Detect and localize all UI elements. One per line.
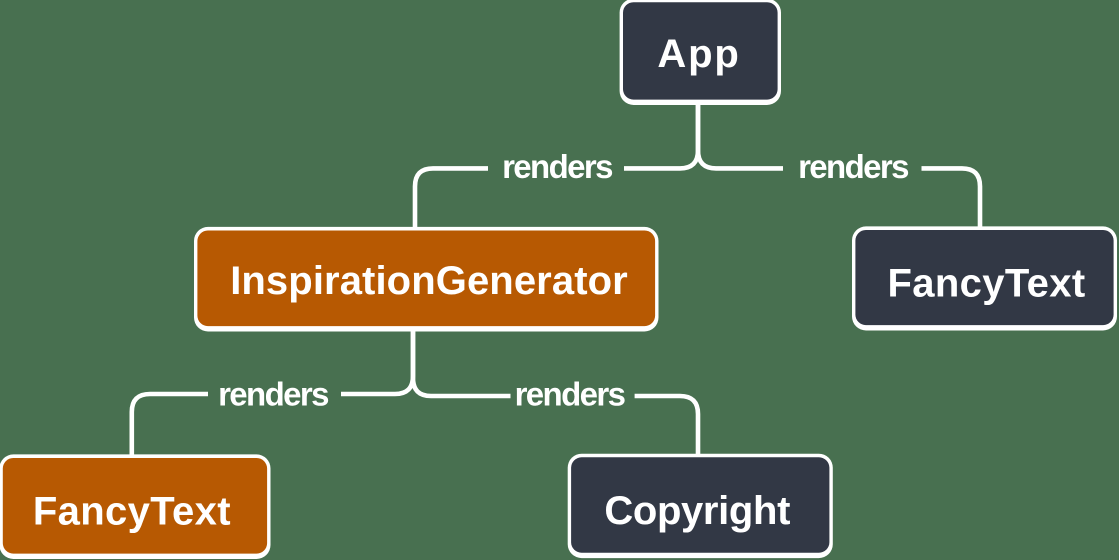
svg-text:renders: renders bbox=[502, 148, 612, 185]
svg-text:App: App bbox=[657, 32, 740, 76]
svg-text:FancyText: FancyText bbox=[887, 262, 1085, 306]
svg-text:FancyText: FancyText bbox=[33, 489, 231, 533]
svg-text:renders: renders bbox=[515, 376, 625, 413]
svg-text:renders: renders bbox=[218, 376, 328, 413]
svg-text:renders: renders bbox=[798, 148, 908, 185]
svg-text:Copyright: Copyright bbox=[604, 489, 790, 533]
svg-text:InspirationGenerator: InspirationGenerator bbox=[230, 259, 628, 303]
